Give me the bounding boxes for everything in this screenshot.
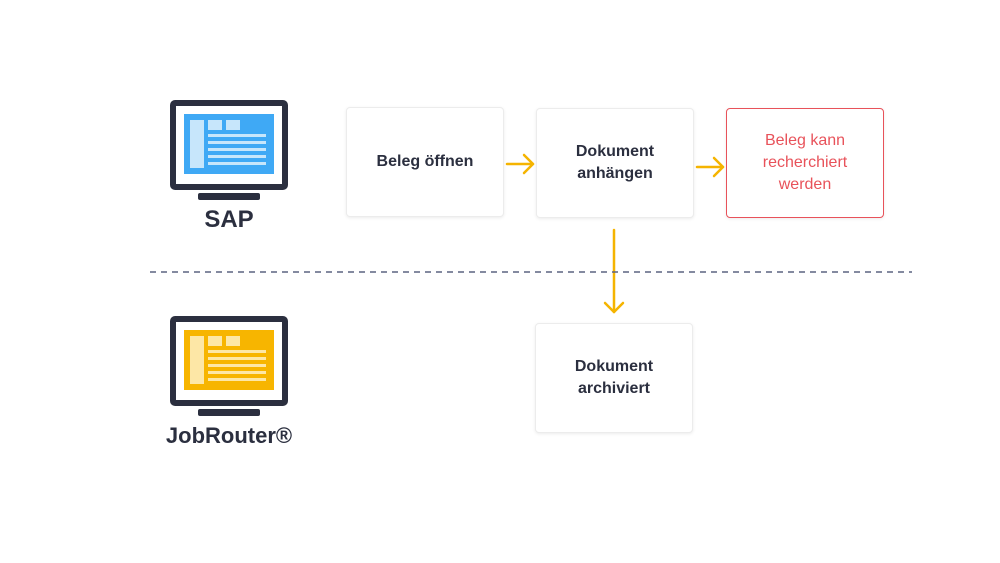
step-beleg-recherchierbar: Beleg kann recherchiert werden — [726, 108, 884, 218]
sap-label: SAP — [204, 206, 254, 233]
arrow-right-icon — [505, 153, 535, 175]
arrow-down-icon — [603, 228, 625, 314]
step-beleg-oeffnen: Beleg öffnen — [346, 107, 504, 217]
step-dokument-anhaengen: Dokument anhängen — [536, 108, 694, 218]
system-divider — [150, 271, 912, 273]
step-dokument-archiviert: Dokument archiviert — [535, 323, 693, 433]
sap-monitor-icon — [170, 100, 288, 200]
arrow-right-icon — [695, 156, 725, 178]
jobrouter-monitor-icon — [170, 316, 288, 416]
jobrouter-label: JobRouter® — [165, 423, 293, 448]
